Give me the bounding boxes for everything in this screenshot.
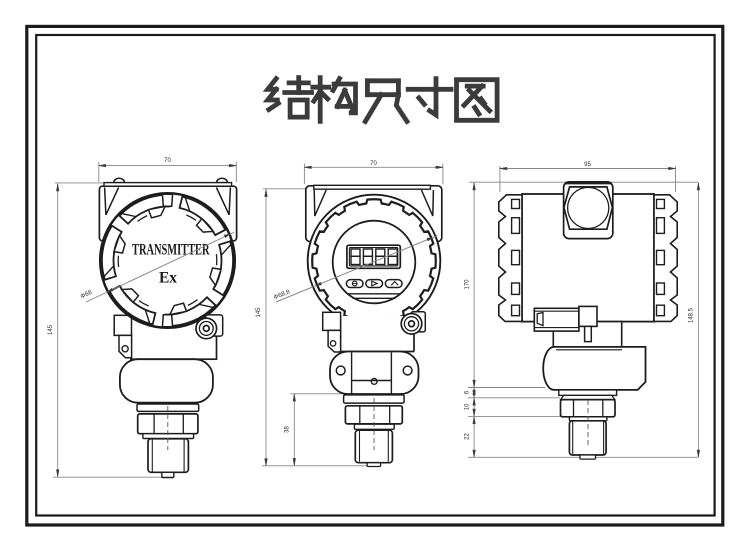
svg-text:10: 10 <box>464 403 470 410</box>
svg-text:TRANSMITTER: TRANSMITTER <box>132 242 210 259</box>
svg-text:145: 145 <box>256 307 262 318</box>
svg-text:70: 70 <box>370 161 377 167</box>
svg-text:Ex: Ex <box>159 270 177 287</box>
svg-text:Φ68: Φ68 <box>79 289 93 301</box>
svg-text:95: 95 <box>584 162 591 168</box>
svg-text:148.5: 148.5 <box>689 307 695 323</box>
svg-text:70: 70 <box>164 158 171 164</box>
svg-text:22: 22 <box>464 433 470 440</box>
svg-text:6: 6 <box>464 390 470 394</box>
svg-text:38: 38 <box>285 426 291 433</box>
svg-text:145: 145 <box>48 324 54 335</box>
svg-text:170: 170 <box>464 279 470 290</box>
